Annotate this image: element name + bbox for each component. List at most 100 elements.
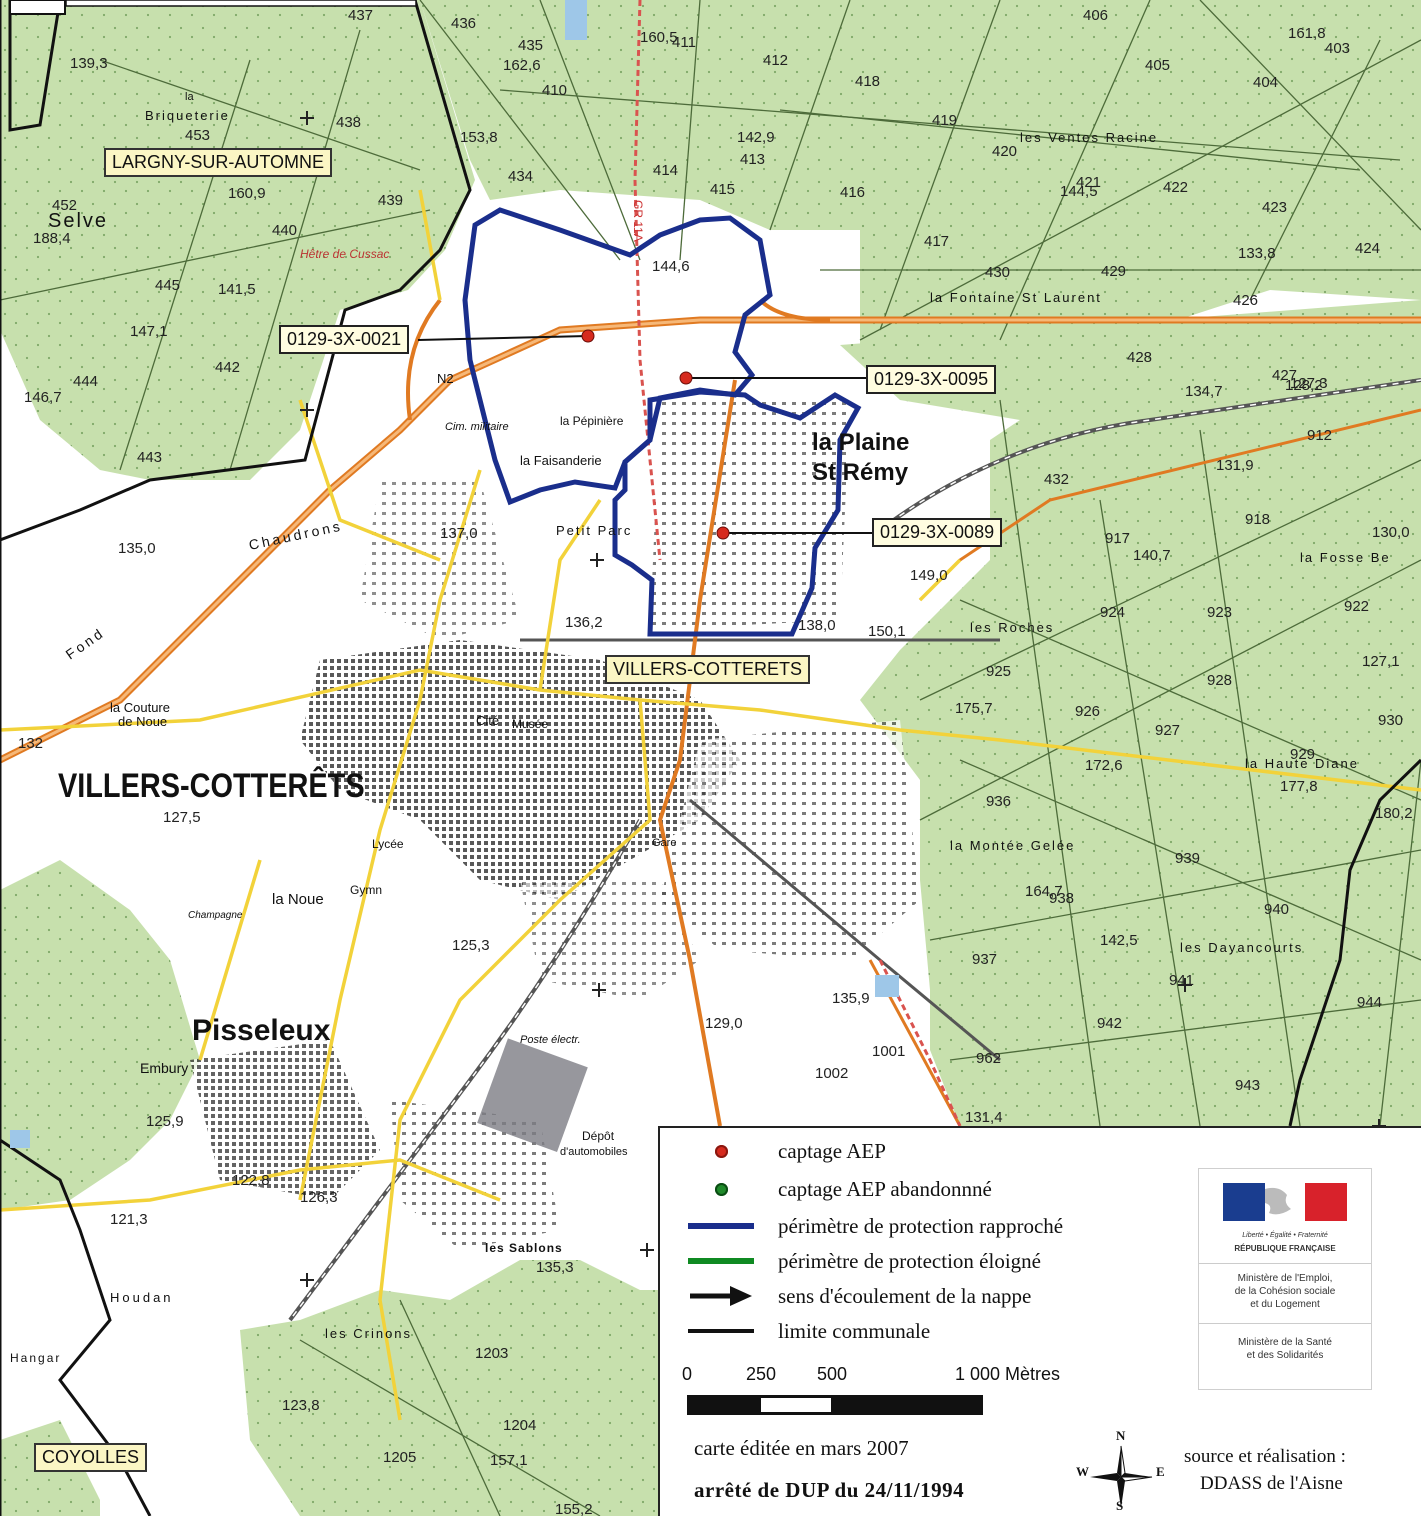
compass-rose-icon bbox=[1090, 1445, 1153, 1508]
svg-text:Embury: Embury bbox=[140, 1060, 188, 1076]
selve-label: Selve bbox=[48, 210, 108, 232]
svg-text:137,0: 137,0 bbox=[440, 525, 478, 542]
svg-text:937: 937 bbox=[972, 951, 997, 968]
svg-text:429: 429 bbox=[1101, 263, 1126, 280]
plaine-label-1: la Plaine bbox=[812, 429, 909, 456]
pond bbox=[565, 0, 587, 40]
svg-text:Cim. militaire: Cim. militaire bbox=[445, 421, 509, 433]
svg-text:144,6: 144,6 bbox=[652, 258, 690, 275]
scale-label-500: 500 bbox=[817, 1364, 848, 1384]
svg-text:443: 443 bbox=[137, 449, 162, 466]
svg-text:136,2: 136,2 bbox=[565, 614, 603, 631]
svg-text:138,0: 138,0 bbox=[798, 617, 836, 634]
svg-text:406: 406 bbox=[1083, 7, 1108, 24]
svg-text:175,7: 175,7 bbox=[955, 700, 993, 717]
svg-text:la Faisanderie: la Faisanderie bbox=[520, 453, 602, 468]
arrow-right-icon bbox=[690, 1286, 752, 1306]
svg-text:942: 942 bbox=[1097, 1015, 1122, 1032]
svg-text:404: 404 bbox=[1253, 74, 1278, 91]
svg-text:153,8: 153,8 bbox=[460, 129, 498, 146]
plaine-label-2: St Rémy bbox=[812, 459, 909, 486]
svg-text:180,2: 180,2 bbox=[1375, 805, 1413, 822]
svg-text:142,5: 142,5 bbox=[1100, 932, 1138, 949]
svg-text:131,4: 131,4 bbox=[965, 1109, 1003, 1126]
legend-row-eloigne: périmètre de protection éloigné bbox=[686, 1246, 1041, 1276]
svg-text:GR 11A: GR 11A bbox=[631, 200, 645, 242]
svg-text:Gare: Gare bbox=[652, 837, 676, 849]
svg-text:Cité: Cité bbox=[476, 713, 499, 728]
svg-text:435: 435 bbox=[518, 37, 543, 54]
svg-text:127,5: 127,5 bbox=[163, 809, 201, 826]
svg-text:412: 412 bbox=[763, 52, 788, 69]
svg-text:938: 938 bbox=[1049, 890, 1074, 907]
well-0095 bbox=[679, 371, 866, 385]
scale-bar bbox=[687, 1395, 983, 1415]
arrete-dup: arrêté de DUP du 24/11/1994 bbox=[694, 1478, 965, 1502]
svg-text:Dépôt: Dépôt bbox=[582, 1129, 615, 1143]
svg-text:Briqueterie: Briqueterie bbox=[145, 108, 230, 123]
svg-text:924: 924 bbox=[1100, 604, 1125, 621]
svg-text:130,0: 130,0 bbox=[1372, 524, 1410, 541]
svg-text:415: 415 bbox=[710, 181, 735, 198]
well-label-0089: 0129-3X-0089 bbox=[872, 518, 1003, 547]
legend-row-captage: captage AEP bbox=[686, 1136, 886, 1166]
commune-label-largny: LARGNY-SUR-AUTOMNE bbox=[104, 148, 333, 177]
svg-text:161,8: 161,8 bbox=[1288, 25, 1326, 42]
svg-text:la Pépinière: la Pépinière bbox=[560, 414, 624, 428]
svg-text:les Ventes Racine: les Ventes Racine bbox=[1020, 130, 1158, 145]
svg-text:125,3: 125,3 bbox=[452, 937, 490, 954]
svg-text:1002: 1002 bbox=[815, 1065, 848, 1082]
svg-text:428: 428 bbox=[1127, 349, 1152, 366]
svg-text:438: 438 bbox=[336, 114, 361, 131]
svg-text:d'automobiles: d'automobiles bbox=[560, 1146, 628, 1158]
svg-text:434: 434 bbox=[508, 168, 533, 185]
svg-text:Gymn: Gymn bbox=[350, 883, 382, 897]
svg-text:416: 416 bbox=[840, 184, 865, 201]
railways bbox=[288, 378, 1421, 1322]
svg-text:135,3: 135,3 bbox=[536, 1259, 574, 1276]
map-legend: captage AEP captage AEP abandonnné périm… bbox=[658, 1126, 1421, 1516]
svg-text:941: 941 bbox=[1169, 972, 1194, 989]
svg-text:Houdan: Houdan bbox=[110, 1290, 174, 1305]
svg-text:164,7: 164,7 bbox=[1025, 883, 1063, 900]
legend-row-abandoned: captage AEP abandonnné bbox=[686, 1174, 992, 1204]
svg-text:1204: 1204 bbox=[503, 1417, 536, 1434]
svg-text:422: 422 bbox=[1163, 179, 1188, 196]
svg-text:437: 437 bbox=[348, 7, 373, 24]
svg-text:944: 944 bbox=[1357, 994, 1382, 1011]
commune-label-coyolles: COYOLLES bbox=[34, 1443, 148, 1472]
svg-text:la Haute Diane: la Haute Diane bbox=[1245, 756, 1359, 771]
scale-label-1000: 1 000 Mètres bbox=[955, 1364, 1061, 1384]
svg-text:141,5: 141,5 bbox=[218, 281, 256, 298]
commune-label-villers: VILLERS-COTTERETS bbox=[605, 655, 811, 684]
well-label-0021: 0129-3X-0021 bbox=[279, 325, 410, 354]
svg-text:439: 439 bbox=[378, 192, 403, 209]
svg-text:les Roches: les Roches bbox=[970, 620, 1054, 635]
svg-text:146,7: 146,7 bbox=[24, 389, 62, 406]
pisseleux-label: Pisseleux bbox=[192, 1014, 331, 1047]
svg-text:125,9: 125,9 bbox=[146, 1113, 184, 1130]
legend-row-rapproche: périmètre de protection rapproché bbox=[686, 1211, 1063, 1241]
red-dot-icon bbox=[714, 1144, 728, 1158]
svg-text:421: 421 bbox=[1076, 174, 1101, 191]
svg-text:la Noue: la Noue bbox=[272, 891, 324, 908]
pond-3 bbox=[10, 1130, 30, 1148]
svg-text:la Fontaine St Laurent: la Fontaine St Laurent bbox=[930, 290, 1102, 305]
svg-text:la Couture: la Couture bbox=[110, 700, 170, 715]
legend-row-flow: sens d'écoulement de la nappe bbox=[686, 1281, 1031, 1311]
svg-text:127,3: 127,3 bbox=[1290, 375, 1328, 392]
svg-text:440: 440 bbox=[272, 222, 297, 239]
svg-text:444: 444 bbox=[73, 373, 98, 390]
svg-text:123,8: 123,8 bbox=[282, 1397, 320, 1414]
svg-text:419: 419 bbox=[932, 112, 957, 129]
green-dot-icon bbox=[714, 1182, 728, 1196]
svg-text:928: 928 bbox=[1207, 672, 1232, 689]
svg-text:Petit Parc: Petit Parc bbox=[556, 523, 632, 538]
compass-w: W bbox=[1076, 1464, 1089, 1479]
well-0089 bbox=[716, 526, 874, 540]
svg-text:432: 432 bbox=[1044, 471, 1069, 488]
gr-trail-south bbox=[878, 959, 962, 1127]
black-line-icon bbox=[688, 1329, 754, 1333]
svg-text:Champagne: Champagne bbox=[188, 910, 243, 921]
